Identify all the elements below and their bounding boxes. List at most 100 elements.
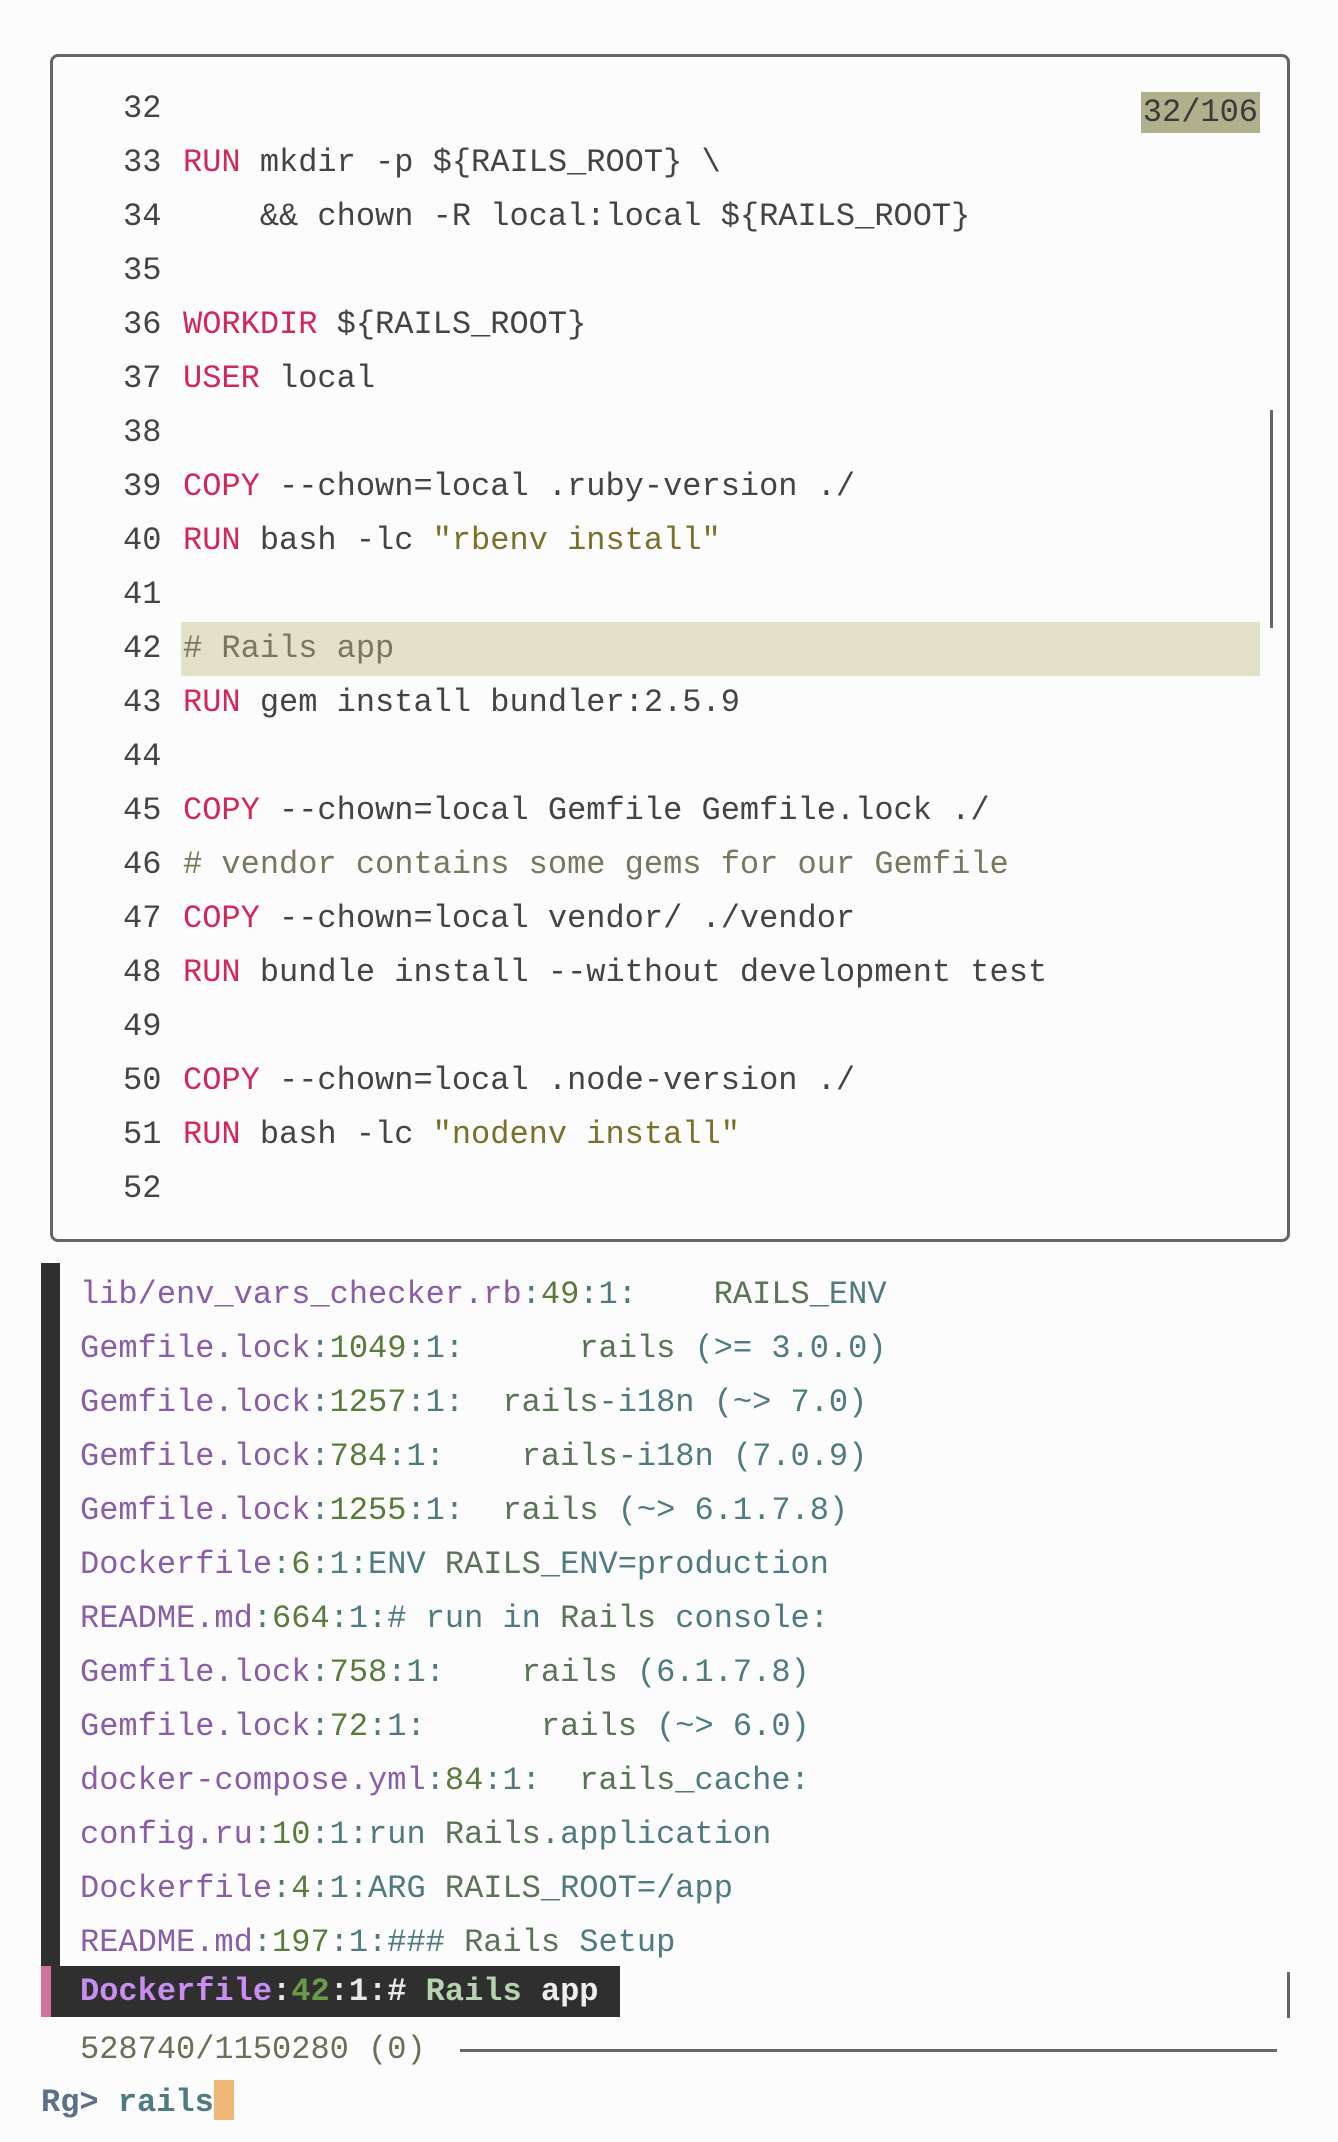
line-number: 43 (123, 684, 162, 721)
result-file: Dockerfile (80, 1870, 273, 1907)
result-pre: ### (387, 1924, 465, 1961)
result-line: 664 (272, 1600, 330, 1637)
result-line: 49 (540, 1276, 580, 1313)
code-token: local (259, 360, 376, 397)
result-match: Rails (444, 1816, 541, 1853)
result-pre (464, 1384, 502, 1421)
selected-result[interactable]: Dockerfile:42:1:# Rails app (41, 1966, 620, 2017)
line-number: 39 (123, 468, 162, 505)
line-counter: 32/106 (1140, 92, 1260, 133)
result-item[interactable]: README.md:197:1:### Rails Setup (80, 1924, 676, 1961)
result-pre (541, 1762, 579, 1799)
result-file: Gemfile.lock (80, 1330, 311, 1367)
line-number: 33 (123, 144, 162, 181)
code-line: 40 RUN bash -lc "rbenv install" (123, 514, 1260, 568)
code-token: RUN (183, 522, 241, 559)
result-pre (464, 1492, 502, 1529)
selection-marker (41, 1966, 51, 2017)
code-token: --chown=local vendor/ ./vendor (259, 900, 856, 937)
result-item[interactable]: Dockerfile:6:1:ENV RAILS_ENV=production (80, 1546, 829, 1583)
code-token: WORKDIR (183, 306, 318, 343)
result-post: _ENV=production (540, 1546, 829, 1583)
code-token: --chown=local Gemfile Gemfile.lock ./ (259, 792, 990, 829)
code-token: && chown -R local:local ${RAILS_ROOT} (183, 198, 971, 235)
result-line: 1257 (329, 1384, 407, 1421)
result-post: (~> 6.0) (636, 1708, 810, 1745)
result-match: rails (502, 1384, 599, 1421)
code-token: --chown=local .ruby-version ./ (259, 468, 856, 505)
result-pre: run (368, 1816, 445, 1853)
result-match: rails (502, 1492, 599, 1529)
result-sep: :1: (579, 1276, 637, 1313)
result-item[interactable]: Gemfile.lock:1255:1: rails (~> 6.1.7.8) (80, 1492, 849, 1529)
status-divider (460, 2049, 1277, 2052)
line-number: 42 (123, 630, 162, 667)
code-token: COPY (183, 1062, 260, 1099)
code-line: 34 && chown -R local:local ${RAILS_ROOT} (123, 190, 1260, 244)
code-line: 35 (123, 244, 1260, 298)
code-token: --chown=local .node-version ./ (259, 1062, 856, 1099)
result-sep: :1: (329, 1600, 388, 1637)
result-file: Gemfile.lock (80, 1438, 311, 1475)
result-match: rails (579, 1762, 676, 1799)
result-item[interactable]: Dockerfile:4:1:ARG RAILS_ROOT=/app (80, 1870, 733, 1907)
result-sep: :1: (387, 1654, 445, 1691)
result-item[interactable]: Gemfile.lock:72:1: rails (~> 6.0) (80, 1708, 810, 1745)
result-item[interactable]: config.ru:10:1:run Rails.application (80, 1816, 772, 1853)
preview-scrollbar[interactable] (1270, 410, 1273, 628)
code-token: "rbenv install" (432, 522, 721, 559)
code-token: # vendor contains some gems for our Gemf… (183, 846, 1009, 883)
line-number: 45 (123, 792, 162, 829)
code-line: 41 (123, 568, 1260, 622)
code-line: 45 COPY --chown=local Gemfile Gemfile.loc… (123, 784, 1260, 838)
result-file: Dockerfile (80, 1546, 273, 1583)
code-token: "nodenv install" (432, 1116, 740, 1153)
code-token: COPY (183, 792, 260, 829)
result-post: app (521, 1973, 599, 2010)
result-match: Rails (560, 1600, 657, 1637)
result-file: Gemfile.lock (80, 1654, 311, 1691)
result-line: 784 (329, 1438, 388, 1475)
result-post: _ROOT=/app (540, 1870, 733, 1907)
result-line: 42 (291, 1973, 330, 2010)
code-line: 46# vendor contains some gems for our Ge… (123, 838, 1260, 892)
result-item[interactable]: README.md:664:1:# run in Rails console: (80, 1600, 829, 1637)
result-item[interactable]: Gemfile.lock:758:1: rails (6.1.7.8) (80, 1654, 810, 1691)
line-number: 40 (123, 522, 162, 559)
code-token: bash -lc (240, 522, 433, 559)
search-prompt[interactable]: Rg> rails (41, 2076, 234, 2130)
code-line: 42# Rails app (123, 622, 1260, 676)
result-match: rails (540, 1708, 637, 1745)
result-line: 758 (329, 1654, 388, 1691)
result-item[interactable]: Gemfile.lock:784:1: rails-i18n (7.0.9) (80, 1438, 868, 1475)
line-number: 35 (123, 252, 162, 289)
code-token: bundle install --without development tes… (240, 954, 1048, 991)
result-item[interactable]: Gemfile.lock:1049:1: rails (>= 3.0.0) (80, 1330, 887, 1367)
code-token: ${RAILS_ROOT} (317, 306, 587, 343)
result-line: 10 (272, 1816, 311, 1853)
result-file: config.ru (80, 1816, 253, 1853)
search-input[interactable]: rails (117, 2084, 214, 2121)
result-item[interactable]: lib/env_vars_checker.rb:49:1: RAILS_ENV (80, 1276, 887, 1313)
line-number: 32 (123, 90, 162, 127)
result-post: -i18n (7.0.9) (617, 1438, 868, 1475)
result-pre (445, 1438, 522, 1475)
code-token: bash -lc (240, 1116, 433, 1153)
code-line: 38 (123, 406, 1260, 460)
result-match: rails (579, 1330, 676, 1367)
result-file: lib/env_vars_checker.rb (80, 1276, 522, 1313)
code-token: RUN (183, 684, 241, 721)
results-scrollbar[interactable] (1287, 1972, 1290, 2018)
result-item[interactable]: Gemfile.lock:1257:1: rails-i18n (~> 7.0) (80, 1384, 868, 1421)
result-line: 1255 (329, 1492, 407, 1529)
result-pre (445, 1654, 522, 1691)
line-number: 34 (123, 198, 162, 235)
result-item[interactable]: docker-compose.yml:84:1: rails_cache: (80, 1762, 810, 1799)
line-number: 47 (123, 900, 162, 937)
